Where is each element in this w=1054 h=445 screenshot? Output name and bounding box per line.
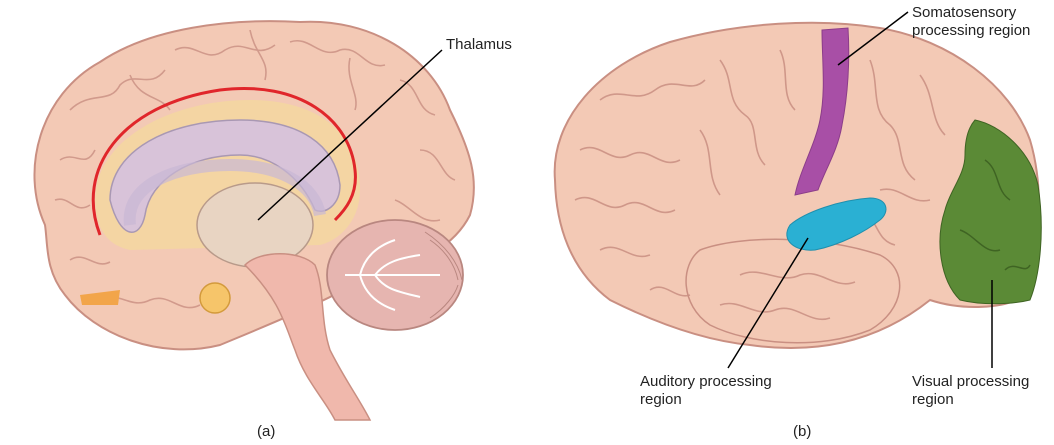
temporal-lobe xyxy=(686,239,900,342)
panel-a-illustration xyxy=(34,21,473,420)
thalamus-label: Thalamus xyxy=(446,36,512,54)
panel-b-caption: (b) xyxy=(793,423,811,440)
somatosensory-label: Somatosensory processing region xyxy=(912,4,1030,40)
auditory-label: Auditory processing region xyxy=(640,373,772,409)
thalamus-region xyxy=(197,183,313,267)
panel-b-illustration xyxy=(555,12,1042,368)
visual-label: Visual processing region xyxy=(912,373,1029,409)
pituitary xyxy=(200,283,230,313)
panel-a-caption: (a) xyxy=(257,423,275,440)
